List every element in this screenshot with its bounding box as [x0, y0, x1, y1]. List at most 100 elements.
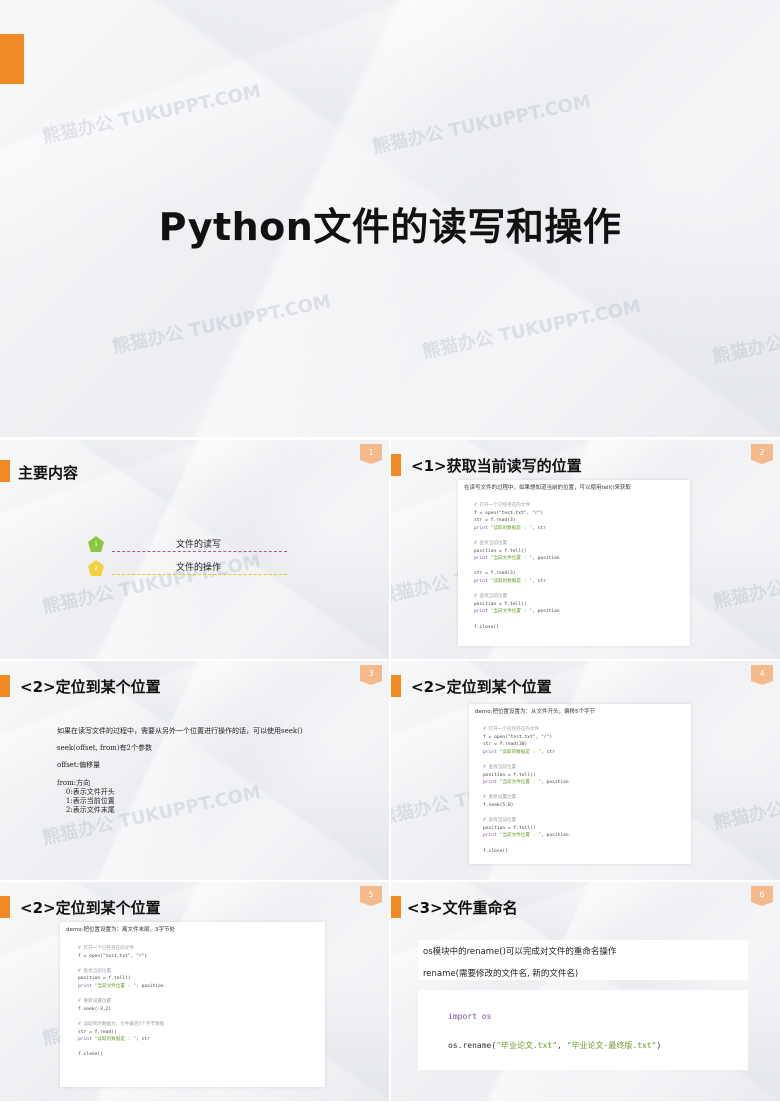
code-import: import os [448, 1012, 492, 1021]
code-line [483, 810, 691, 818]
slide-number-badge: 6 [751, 886, 773, 906]
slide-heading: <2>定位到某个位置 [20, 678, 161, 696]
code-line: f.seek(5,0) [483, 802, 514, 808]
code-line: # 重新设置位置 [78, 999, 112, 1005]
code-line: str = f.read(3) [474, 571, 516, 577]
code-line: print "读取的数据是 : ", str [474, 578, 546, 584]
code-caption: 在读写文件的过程中，如果想知道当前的位置，可以使用tell()来获取 [464, 485, 631, 491]
code-line: print "读取的数据是 : ", str [474, 525, 546, 531]
code-line: print "当前文件位置 : ", position [78, 983, 164, 989]
watermark: 熊猫办公 TUKUPPT.COM [40, 81, 263, 148]
accent-bar [391, 675, 401, 697]
code-line: position = f.tell() [474, 601, 527, 607]
code-line: str = f.read(30) [483, 742, 528, 748]
code-line: f.close() [78, 1052, 103, 1058]
code-line: # 查找当前位置 [474, 594, 508, 600]
slide-thumbnail-1[interactable]: 1 主要内容 熊猫办公 TUKUPPT.COM 1 文件的读写 2 文件的操作 [0, 440, 389, 659]
slide-number-badge: 2 [751, 444, 773, 464]
code-line [78, 991, 325, 999]
code-string: "毕业论文.txt" [496, 1041, 558, 1050]
toc-divider [112, 574, 287, 575]
toc-marker-1: 1 [88, 536, 104, 552]
code-line: f.seek(-3,2) [78, 1006, 112, 1012]
accent-bar [0, 34, 24, 84]
code-line [78, 1044, 325, 1052]
code-card: 在读写文件的过程中，如果想知道当前的位置，可以使用tell()来获取 # 打开一… [458, 480, 690, 646]
slide-heading: <3>文件重命名 [407, 899, 518, 917]
code-line: print "当前文件位置 : ", position [483, 833, 569, 839]
accent-bar [0, 675, 10, 697]
code-token: os.rename( [448, 1041, 497, 1050]
slide-heading: <2>定位到某个位置 [20, 899, 161, 917]
code-line: # 查找当前位置 [483, 818, 517, 824]
code-line: f = open("test.txt", "r") [483, 734, 553, 740]
code-line: position = f.tell() [483, 772, 536, 778]
watermark: 熊猫办公 TUKUPPT.COM [711, 767, 780, 834]
slide-thumbnail-6[interactable]: 6 <3>文件重命名 os模块中的rename()可以完成对文件的重命名操作 r… [391, 882, 780, 1101]
code-line: f.close() [483, 848, 508, 854]
body-paragraph: seek(offset, from)有2个参数 [57, 744, 153, 752]
watermark: 熊猫办公 TUKUPPT.COM [110, 291, 333, 358]
accent-bar [0, 460, 10, 482]
toc-marker-2: 2 [88, 560, 104, 576]
code-card: demo:把位置设置为：从文件开头，偏移5个字节 # 打开一个已经存在的文件 f … [469, 704, 691, 864]
slide-number-badge: 4 [751, 665, 773, 685]
code-line: # 打开一个已经存在的文件 [78, 946, 135, 951]
toc-divider [112, 551, 287, 552]
code-line [78, 1013, 325, 1021]
watermark: 熊猫办公 TUKUPPT.COM [40, 551, 263, 618]
code-line: import os [448, 1012, 491, 1021]
code-block: # 打开一个已经存在的文件 f = open("test.txt", "r") st… [469, 718, 691, 855]
rename-line: rename(需要修改的文件名, 新的文件名) [423, 969, 579, 979]
code-line [474, 563, 690, 571]
slide-thumbnail-3[interactable]: 3 <2>定位到某个位置 熊猫办公 TUKUPPT.COM 如果在读写文件的过程… [0, 661, 389, 880]
slide-heading: <1>获取当前读写的位置 [411, 457, 582, 475]
code-caption: demo:把位置设置为：从文件开头，偏移5个字节 [475, 709, 595, 715]
watermark: 熊猫办公 TUKUPPT.COM [711, 546, 780, 613]
code-line: # 重新设置位置 [483, 795, 517, 801]
code-line: f = open("test.txt", "r") [474, 510, 544, 516]
code-line: os.rename("毕业论文.txt", "毕业论文-最终版.txt") [448, 1040, 661, 1051]
slide-number-badge: 5 [360, 886, 382, 906]
code-line: print "读取的数据是 : ", str [78, 1037, 150, 1043]
slide-number-badge: 3 [360, 665, 382, 685]
code-line [474, 586, 690, 594]
slide-thumbnail-4[interactable]: 4 <2>定位到某个位置 熊猫办公 TUKUPPT.COM 熊猫办公 TUKUP… [391, 661, 780, 880]
accent-bar [391, 454, 401, 476]
page-title: Python文件的读写和操作 [158, 205, 622, 249]
rename-line: os模块中的rename()可以完成对文件的重命名操作 [423, 947, 617, 957]
title-slide: 熊猫办公 TUKUPPT.COM 熊猫办公 TUKUPPT.COM 熊猫办公 T… [0, 0, 780, 437]
slide-heading: 主要内容 [18, 464, 79, 482]
toc-item-operations[interactable]: 文件的操作 [176, 563, 222, 573]
body-paragraph: 如果在读写文件的过程中，需要从另外一个位置进行操作的话，可以使用seek() [57, 727, 303, 735]
code-line: # 读取到的数据为：文件最后3个字节数据 [78, 1021, 165, 1027]
code-line [474, 532, 690, 540]
code-line: # 查找当前位置 [474, 540, 508, 546]
slide-number-badge: 1 [360, 444, 382, 464]
code-line [483, 840, 691, 848]
body-paragraph: 1:表示当前位置 [57, 797, 115, 805]
code-line: str = f.read(3) [474, 518, 516, 524]
code-line [483, 756, 691, 764]
code-line: # 打开一个已经存在的文件 [483, 727, 540, 732]
watermark: 熊猫办公 TUKUPPT.COM [370, 91, 593, 158]
code-line: position = f.tell() [474, 548, 527, 554]
code-line [474, 616, 690, 624]
code-token: ) [656, 1041, 662, 1050]
watermark: 熊猫办公 TUKUPPT.COM [420, 296, 643, 363]
slide-thumbnail-5[interactable]: 5 <2>定位到某个位置 熊猫办公 TUKUPPT.COM demo:把位置设置… [0, 882, 389, 1101]
watermark: 熊猫办公 TUKUPPT.COM [710, 301, 780, 368]
body-paragraph: 2:表示文件末尾 [57, 806, 115, 814]
code-line [78, 960, 325, 968]
code-line: # 查找当前位置 [483, 764, 517, 770]
code-line: # 查找当前位置 [78, 968, 112, 974]
code-line: print "读取的数据是 : ", str [483, 749, 555, 755]
slide-thumbnail-2[interactable]: 2 <1>获取当前读写的位置 熊猫办公 TUKUPPT.COM 熊猫办公 TUK… [391, 440, 780, 659]
accent-bar [0, 896, 10, 918]
code-line: # 打开一个已经存在的文件 [474, 503, 531, 508]
body-paragraph: offset:偏移量 [57, 761, 101, 769]
code-block: # 打开一个已经存在的文件 f = open("test.txt", "r") st… [458, 494, 690, 631]
toc-item-read-write[interactable]: 文件的读写 [176, 540, 222, 550]
